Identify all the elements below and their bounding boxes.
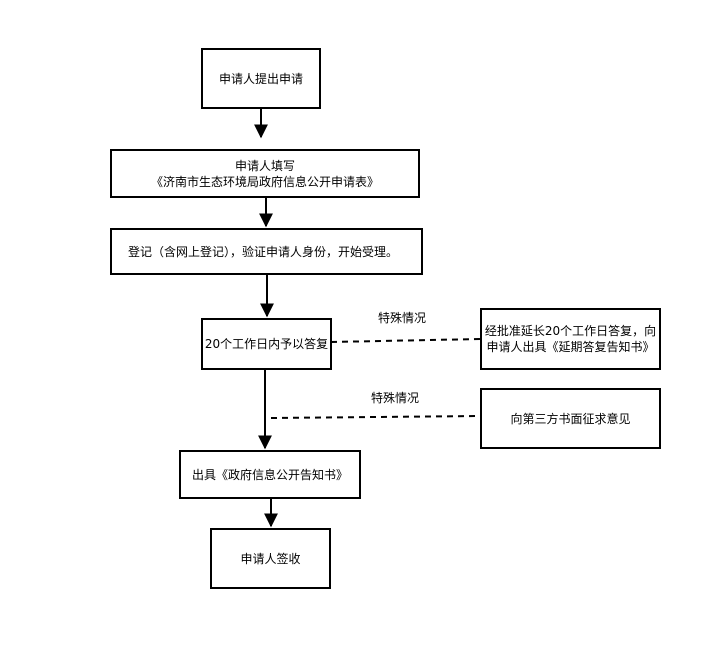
node-extension-line2: 申请人出具《延期答复告知书》: [486, 340, 655, 354]
node-issue-notice-label: 出具《政府信息公开告知书》: [191, 467, 348, 482]
node-issue-notice: 出具《政府信息公开告知书》: [179, 450, 361, 499]
node-apply: 申请人提出申请: [201, 48, 321, 109]
node-reply-20-days-label: 20个工作日内予以答复: [204, 337, 329, 351]
node-register: 登记（含网上登记），验证申请人身份，开始受理。: [110, 228, 423, 275]
edge-label-special-case-third-party: 特殊情况: [371, 391, 420, 405]
node-fill-form-line1: 申请人填写: [234, 158, 295, 173]
node-reply-20-days: 20个工作日内予以答复: [201, 318, 332, 370]
node-fill-form-line2: 《济南市生态环境局政府信息公开申请表》: [150, 174, 379, 189]
dashed-connector-third-party: [270, 415, 482, 419]
node-extension: 经批准延长20个工作日答复，向 申请人出具《延期答复告知书》: [480, 308, 661, 370]
node-third-party-label: 向第三方书面征求意见: [510, 411, 631, 426]
node-third-party: 向第三方书面征求意见: [480, 388, 661, 449]
edge-label-special-case-extension: 特殊情况: [378, 311, 427, 325]
node-extension-line1: 经批准延长20个工作日答复，向: [484, 324, 657, 338]
node-apply-label: 申请人提出申请: [218, 71, 303, 86]
node-sign-receipt-label: 申请人签收: [240, 551, 301, 566]
node-sign-receipt: 申请人签收: [210, 528, 331, 589]
node-register-label: 登记（含网上登记），验证申请人身份，开始受理。: [128, 244, 399, 259]
node-fill-form: 申请人填写 《济南市生态环境局政府信息公开申请表》: [110, 149, 420, 198]
dashed-connector-extension: [330, 338, 482, 343]
